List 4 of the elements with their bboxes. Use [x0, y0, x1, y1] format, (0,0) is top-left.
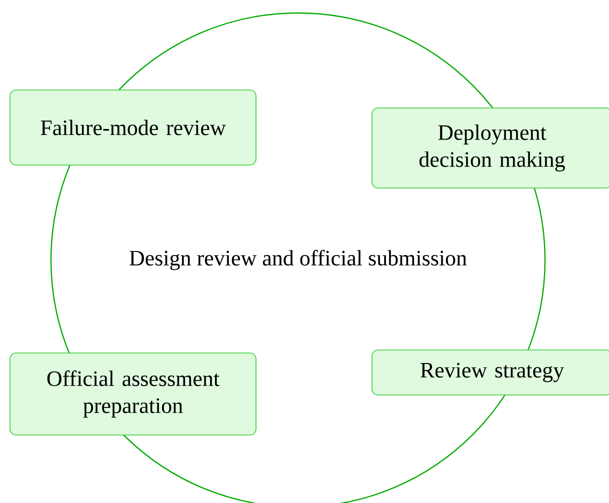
step-box: Review strategy — [372, 350, 609, 396]
step-box: Official assessment preparation — [10, 352, 256, 436]
step-box: Deployment decision making — [372, 108, 609, 188]
step-box: Failure-mode review — [10, 90, 256, 166]
